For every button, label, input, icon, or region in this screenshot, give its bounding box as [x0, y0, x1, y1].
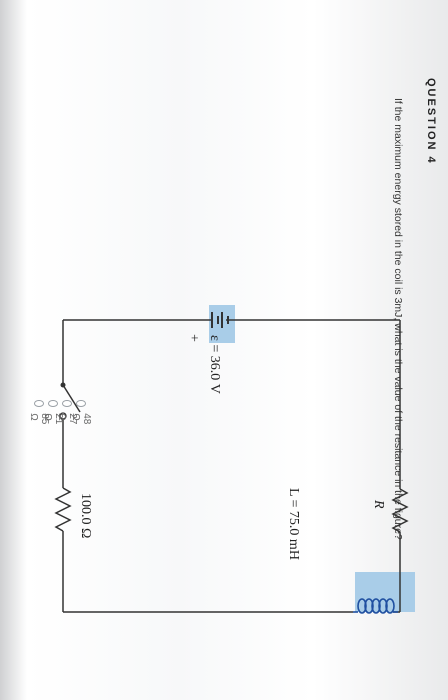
resistor-100-zigzag	[54, 487, 72, 532]
inductor-label: L = 75.0 mH	[286, 488, 301, 560]
inductor-coil	[353, 598, 398, 614]
radio-icon[interactable]	[34, 400, 44, 408]
switch-pivot	[60, 382, 66, 388]
switch-contact	[59, 412, 67, 420]
battery-plus-label: +	[186, 334, 201, 342]
radio-icon[interactable]	[62, 400, 72, 408]
resistor-r-label: R	[371, 499, 386, 509]
resistor-r-zigzag	[391, 488, 409, 533]
inductor-highlight	[355, 572, 415, 612]
resistor-100-label: 100.0 Ω	[78, 493, 93, 538]
option-label: 85 Ω	[28, 413, 50, 425]
switch-blade	[62, 384, 81, 413]
radio-icon[interactable]	[48, 400, 58, 408]
emf-label: ε = 36.0 V	[207, 335, 222, 394]
option-85-ohm[interactable]: 85 Ω	[28, 400, 50, 427]
radio-icon[interactable]	[76, 400, 86, 408]
